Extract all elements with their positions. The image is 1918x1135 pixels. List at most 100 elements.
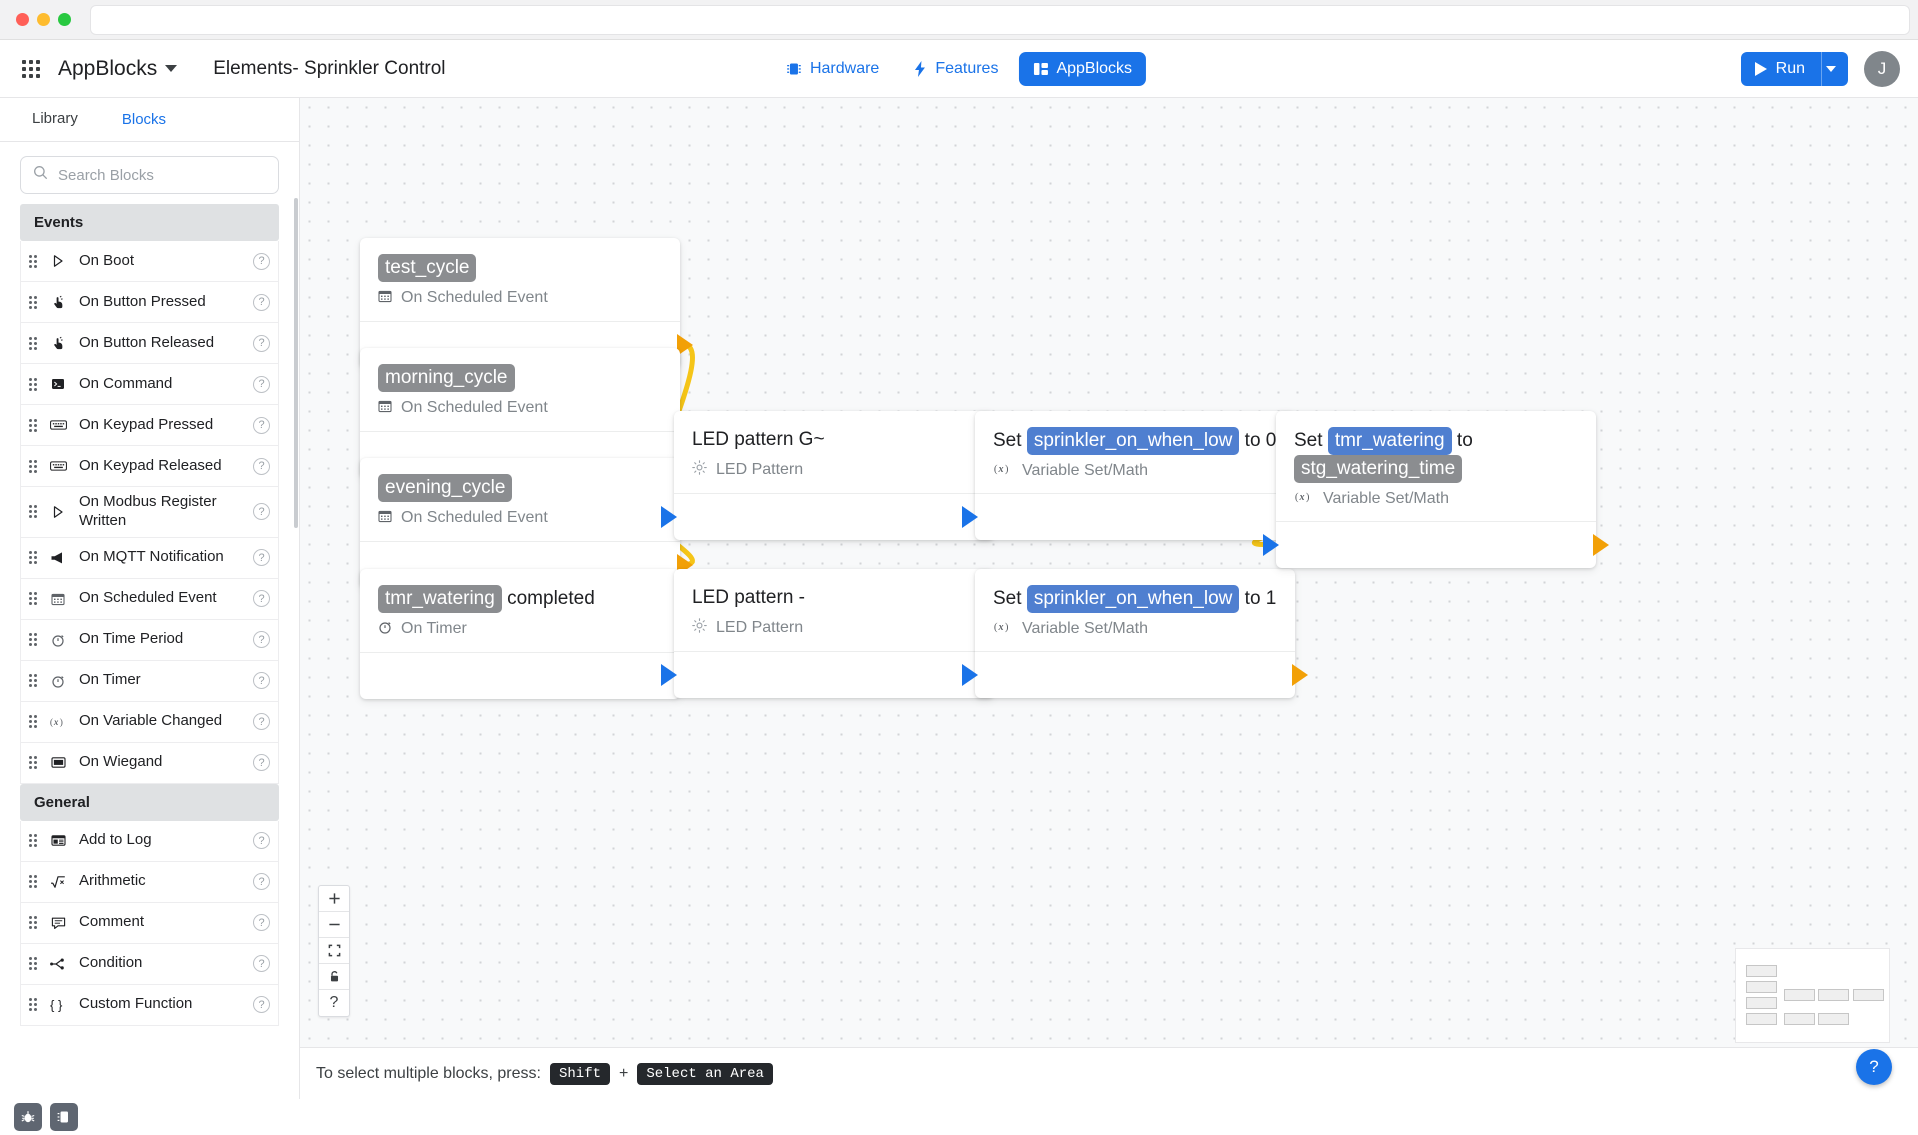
close-window-button[interactable] <box>16 13 29 26</box>
node-variable-chip[interactable]: sprinkler_on_when_low <box>1026 585 1240 613</box>
help-icon[interactable]: ? <box>253 503 270 521</box>
help-icon[interactable]: ? <box>253 549 270 566</box>
library-item-on-mqtt-notification[interactable]: On MQTT Notification? <box>20 537 279 579</box>
library-item-arithmetic[interactable]: Arithmetic? <box>20 861 279 903</box>
library-item-on-scheduled-event[interactable]: On Scheduled Event? <box>20 578 279 620</box>
debug-bug-icon[interactable] <box>14 1103 42 1131</box>
drag-handle-icon[interactable] <box>29 674 37 687</box>
library-item-comment[interactable]: Comment? <box>20 902 279 944</box>
canvas-minimap[interactable] <box>1735 948 1890 1043</box>
node-input-port[interactable] <box>962 663 978 686</box>
help-icon[interactable]: ? <box>253 293 270 311</box>
search-input[interactable] <box>58 166 266 184</box>
help-icon[interactable]: ? <box>253 631 270 648</box>
tab-features[interactable]: Features <box>899 52 1012 86</box>
drag-handle-icon[interactable] <box>29 459 37 473</box>
zoom-out-button[interactable] <box>319 912 349 938</box>
drag-handle-icon[interactable] <box>29 715 37 728</box>
library-item-custom-function[interactable]: { }Custom Function? <box>20 984 279 1026</box>
node-output-port[interactable] <box>677 333 693 356</box>
tab-appblocks[interactable]: AppBlocks <box>1018 51 1147 86</box>
help-icon[interactable]: ? <box>253 672 270 689</box>
brand-menu[interactable]: AppBlocks <box>58 57 178 81</box>
help-icon[interactable]: ? <box>253 955 270 972</box>
library-item-condition[interactable]: Condition? <box>20 943 279 985</box>
node-variable-chip[interactable]: morning_cycle <box>378 364 515 392</box>
run-button[interactable]: Run <box>1741 52 1821 86</box>
node-input-port[interactable] <box>661 663 677 686</box>
library-item-on-keypad-pressed[interactable]: On Keypad Pressed? <box>20 405 279 446</box>
drag-handle-icon[interactable] <box>29 377 37 391</box>
drag-handle-icon[interactable] <box>29 505 37 519</box>
help-icon[interactable]: ? <box>253 754 270 771</box>
lock-canvas-icon[interactable] <box>319 964 349 990</box>
help-icon[interactable]: ? <box>253 996 270 1013</box>
help-icon[interactable]: ? <box>253 416 270 434</box>
help-icon[interactable]: ? <box>253 334 270 352</box>
address-bar[interactable] <box>90 5 1910 35</box>
tab-blocks[interactable]: Blocks <box>121 111 167 128</box>
drag-handle-icon[interactable] <box>29 418 37 432</box>
fit-view-icon[interactable] <box>319 938 349 964</box>
drag-handle-icon[interactable] <box>29 551 37 564</box>
help-icon[interactable]: ? <box>253 832 270 849</box>
help-icon[interactable]: ? <box>253 457 270 475</box>
drag-handle-icon[interactable] <box>29 998 37 1011</box>
tab-library[interactable]: Library <box>10 98 100 141</box>
drag-handle-icon[interactable] <box>29 834 37 847</box>
node-value-chip[interactable]: stg_watering_time <box>1294 454 1463 483</box>
canvas-node[interactable]: LED pattern G~LED Pattern <box>661 411 1007 540</box>
canvas-node[interactable]: Set sprinkler_on_when_low to 0(x)Variabl… <box>962 411 1308 540</box>
sidebar-scrollbar[interactable] <box>294 198 298 528</box>
library-item-add-to-log[interactable]: Add to Log? <box>20 820 279 862</box>
library-item-on-keypad-released[interactable]: On Keypad Released? <box>20 446 279 487</box>
search-box[interactable] <box>20 156 279 194</box>
library-item-on-wiegand[interactable]: On Wiegand? <box>20 742 279 784</box>
canvas-node[interactable]: Set sprinkler_on_when_low to 1(x)Variabl… <box>962 569 1308 698</box>
minimize-window-button[interactable] <box>37 13 50 26</box>
drag-handle-icon[interactable] <box>29 592 37 605</box>
drag-handle-icon[interactable] <box>29 336 37 350</box>
drag-handle-icon[interactable] <box>29 916 37 929</box>
zoom-in-button[interactable] <box>319 886 349 912</box>
device-chip-icon[interactable] <box>50 1103 78 1131</box>
node-output-port[interactable] <box>1292 663 1308 686</box>
library-item-on-boot[interactable]: On Boot? <box>20 241 279 282</box>
node-input-port[interactable] <box>661 505 677 528</box>
help-icon[interactable]: ? <box>253 252 270 270</box>
canvas-node[interactable]: Set tmr_watering to stg_watering_time(x)… <box>1263 411 1609 568</box>
drag-handle-icon[interactable] <box>29 633 37 646</box>
avatar[interactable]: J <box>1864 50 1900 87</box>
library-item-on-command[interactable]: On Command? <box>20 364 279 405</box>
library-item-on-variable-changed[interactable]: (x)On Variable Changed? <box>20 701 279 743</box>
node-variable-chip[interactable]: tmr_watering <box>378 585 502 613</box>
help-icon[interactable]: ? <box>253 713 270 730</box>
node-variable-chip[interactable]: evening_cycle <box>378 474 513 502</box>
maximize-window-button[interactable] <box>58 13 71 26</box>
node-variable-chip[interactable]: test_cycle <box>378 254 477 282</box>
canvas-help-icon[interactable]: ? <box>329 994 339 1011</box>
help-fab-button[interactable]: ? <box>1856 1049 1892 1085</box>
help-icon[interactable]: ? <box>253 914 270 931</box>
library-item-on-time-period[interactable]: On Time Period? <box>20 619 279 661</box>
library-item-on-timer[interactable]: On Timer? <box>20 660 279 702</box>
node-input-port[interactable] <box>1263 533 1279 556</box>
apps-grid-icon[interactable] <box>22 59 40 78</box>
node-variable-chip[interactable]: tmr_watering <box>1327 427 1452 455</box>
node-output-port[interactable] <box>1593 533 1609 556</box>
help-icon[interactable]: ? <box>253 873 270 890</box>
drag-handle-icon[interactable] <box>29 254 37 268</box>
run-dropdown-button[interactable] <box>1821 51 1848 86</box>
node-variable-chip[interactable]: sprinkler_on_when_low <box>1026 427 1240 455</box>
help-icon[interactable]: ? <box>253 590 270 607</box>
library-item-on-button-pressed[interactable]: On Button Pressed? <box>20 282 279 323</box>
drag-handle-icon[interactable] <box>29 875 37 888</box>
help-icon[interactable]: ? <box>253 375 270 393</box>
drag-handle-icon[interactable] <box>29 295 37 309</box>
